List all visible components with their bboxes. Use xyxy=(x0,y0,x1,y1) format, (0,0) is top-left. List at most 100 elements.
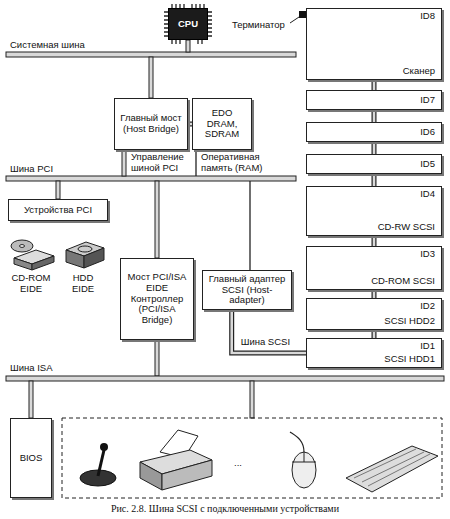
bus-label: Системная шина xyxy=(10,40,85,51)
scsi-id: ID2 xyxy=(420,301,435,312)
bus-fill xyxy=(373,80,376,90)
scsi-device-box: ID8Сканер xyxy=(306,8,442,80)
cpu-chip: CPU xyxy=(168,8,208,40)
pci-bus xyxy=(6,176,296,181)
bus-link xyxy=(56,181,60,199)
bus-link xyxy=(155,181,159,258)
bus-connector xyxy=(374,80,375,90)
bus-outline xyxy=(372,330,377,338)
bus-fill xyxy=(373,236,376,246)
scsi-device-box: ID6 xyxy=(306,122,442,142)
bus-connector xyxy=(232,310,306,353)
bus-outline xyxy=(372,174,377,186)
box-label: Главный адаптер SCSI (Host-adapter) xyxy=(207,274,287,307)
bus-outline xyxy=(372,236,377,246)
bus-link xyxy=(249,181,250,270)
leader-line xyxy=(290,17,299,23)
printer-icon xyxy=(140,462,162,490)
bus-link xyxy=(149,57,153,98)
scsi-device-box: ID2SCSI HDD2 xyxy=(306,298,442,330)
keyboard-icon xyxy=(346,446,438,492)
component-box: Главный мост (Host Bridge) xyxy=(114,98,188,150)
hdd-icon xyxy=(78,246,92,252)
cd-disc xyxy=(20,245,25,248)
component-box: EDO DRAM, SDRAM xyxy=(192,98,252,150)
mouse-icon xyxy=(292,452,316,462)
box-label: SCSI HDD1 xyxy=(384,354,435,365)
bus-link xyxy=(186,40,190,52)
system-bus xyxy=(6,52,296,57)
bus-fill xyxy=(373,290,376,298)
peripherals-frame xyxy=(62,418,442,498)
scsi-id: ID8 xyxy=(420,11,435,22)
bus-fill xyxy=(373,174,376,186)
terminator xyxy=(299,11,306,18)
cpu-pins xyxy=(164,4,212,44)
scsi-device-box: ID4CD-RW SCSI xyxy=(306,186,442,236)
bus-label: Терминатор xyxy=(232,20,285,31)
scsi-id: ID1 xyxy=(420,341,435,352)
bus-connector xyxy=(374,174,375,186)
isa-bus xyxy=(6,376,444,381)
scsi-id: ID5 xyxy=(420,159,435,170)
bus-connector xyxy=(374,110,375,122)
bus-link xyxy=(155,340,159,376)
figure-caption: Рис. 2.8. Шина SCSI с подключенными устр… xyxy=(0,503,450,515)
box-label: Мост PCI/ISA EIDE Контроллер (PCI/ISA Br… xyxy=(125,272,189,327)
hdd-icon xyxy=(84,248,104,268)
joystick-icon xyxy=(98,450,104,476)
scsi-device-box: ID1SCSI HDD1 xyxy=(306,338,442,368)
bus-fill xyxy=(373,110,376,122)
bus-link xyxy=(250,381,254,418)
hdd-icon xyxy=(66,250,84,268)
box-label: CD-ROM SCSI xyxy=(371,276,435,287)
bus-label: Шина ISA xyxy=(10,363,53,374)
cd-disc xyxy=(11,240,33,252)
bus-fill xyxy=(373,142,376,154)
bus-outline xyxy=(372,80,377,90)
bus-connector xyxy=(374,290,375,298)
component-box: Устройства PCI xyxy=(8,199,108,221)
box-label: Устройства PCI xyxy=(13,205,103,216)
bus-fill xyxy=(232,310,306,353)
scsi-id: ID6 xyxy=(420,127,435,138)
bus-fill xyxy=(373,330,376,338)
bus-label: Шина PCI xyxy=(10,164,53,175)
bus-label: Шина SCSI xyxy=(240,337,291,348)
box-label: EDO DRAM, SDRAM xyxy=(197,108,247,141)
bus-label: Управление шиной PCI xyxy=(131,152,193,174)
scsi-device-box: ID7 xyxy=(306,90,442,110)
bus-link xyxy=(29,381,33,418)
cdrom-drive xyxy=(14,258,32,270)
bus-link xyxy=(195,150,196,176)
bus-outline xyxy=(372,290,377,298)
bus-connector xyxy=(374,142,375,154)
ellipsis: ... xyxy=(234,458,242,469)
mouse-icon xyxy=(292,452,316,488)
scsi-id: ID3 xyxy=(420,249,435,260)
cdrom-drive xyxy=(32,256,54,270)
box-label: Главный мост (Host Bridge) xyxy=(119,113,183,135)
bus-outline xyxy=(372,142,377,154)
bus-label: CD-ROM EIDE xyxy=(6,273,56,295)
keyboard-icon xyxy=(354,449,430,486)
component-box: BIOS xyxy=(10,418,52,498)
component-box: Мост PCI/ISA EIDE Контроллер (PCI/ISA Br… xyxy=(120,258,194,340)
scsi-id: ID4 xyxy=(420,189,435,200)
printer-icon xyxy=(162,460,212,490)
component-box: Главный адаптер SCSI (Host-adapter) xyxy=(202,270,292,310)
box-label: Сканер xyxy=(403,66,435,77)
scsi-id: ID7 xyxy=(420,95,435,106)
bus-label: Оперативная память (RAM) xyxy=(201,152,265,174)
bus-outline xyxy=(372,110,377,122)
scsi-device-box: ID5 xyxy=(306,154,442,174)
box-label: CD-RW SCSI xyxy=(378,222,435,233)
bus-link xyxy=(122,150,126,176)
bus-connector xyxy=(374,330,375,338)
bus-label: HDD EIDE xyxy=(64,273,102,295)
scsi-device-box: ID3CD-ROM SCSI xyxy=(306,246,442,290)
joystick-icon xyxy=(100,443,108,451)
box-label: BIOS xyxy=(15,453,47,464)
